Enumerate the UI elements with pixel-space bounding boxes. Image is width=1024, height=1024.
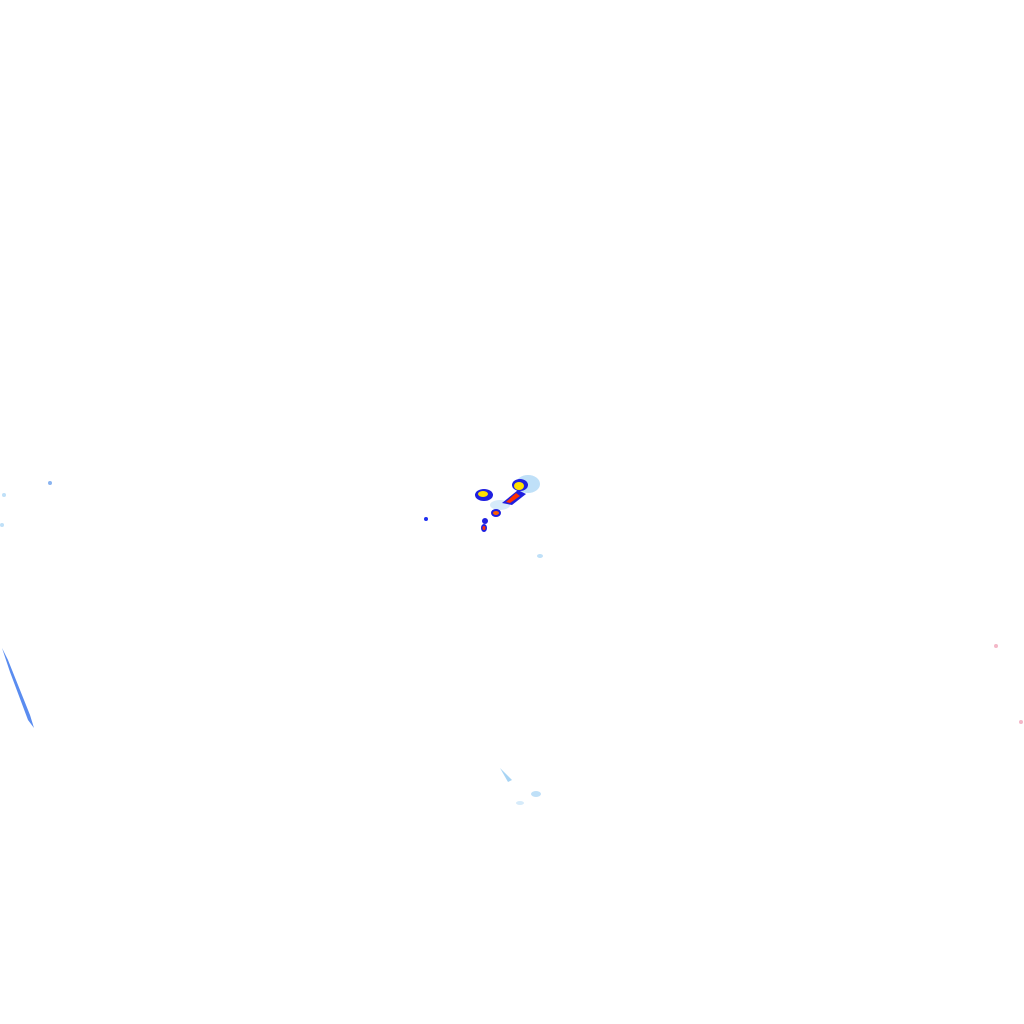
light-echo: [0, 523, 4, 527]
light-echo: [531, 791, 541, 797]
moderate-echo: [424, 517, 428, 521]
clutter-echo: [994, 644, 998, 648]
light-echo: [516, 801, 524, 805]
strong-echo: [478, 491, 488, 497]
light-echo: [500, 768, 512, 782]
clutter-east: [994, 644, 1023, 724]
light-echo: [48, 481, 52, 485]
intense-echo: [506, 493, 520, 503]
light-echo: [2, 493, 6, 497]
echo-cluster-center: [424, 475, 543, 558]
moderate-echo: [2, 648, 34, 728]
intense-echo: [482, 526, 486, 530]
strong-echo: [514, 482, 524, 490]
echo-south: [500, 768, 541, 805]
light-echo: [537, 554, 543, 558]
echo-west: [0, 481, 52, 728]
moderate-echo: [482, 518, 488, 524]
clutter-echo: [1019, 720, 1023, 724]
intense-echo: [493, 511, 499, 515]
